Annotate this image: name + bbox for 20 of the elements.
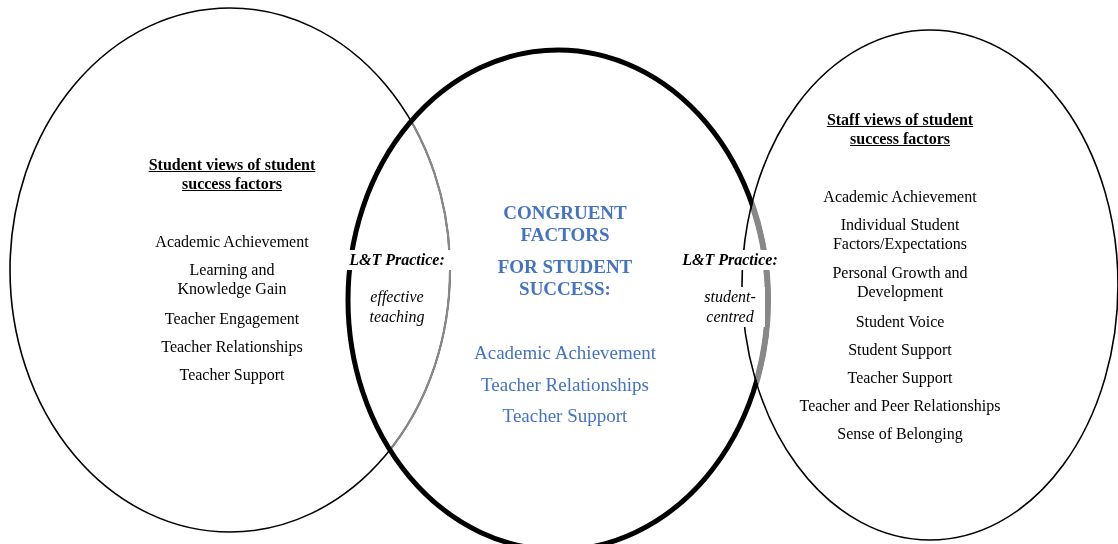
list-item: Academic Achievement (822, 187, 978, 206)
list-item: Learning and Knowledge Gain (176, 260, 288, 298)
list-item: Teacher Relationships (160, 337, 304, 356)
list-item: Personal Growth and Development (831, 263, 969, 301)
list-item: Student Voice (854, 312, 946, 331)
heading: Staff views of student success factors (825, 110, 975, 148)
heading: FOR STUDENT SUCCESS: (496, 256, 634, 300)
list-item: Teacher Relationships (480, 374, 650, 396)
heading: Student views of student success factors (147, 155, 317, 193)
list-item: Teacher Support (178, 365, 286, 384)
list-item: Teacher Engagement (163, 309, 301, 328)
list-item: Teacher Support (501, 405, 629, 427)
list-item: Individual Student Factors/Expectations (831, 215, 969, 253)
list-item: Academic Achievement (473, 342, 657, 364)
list-item: Student Support (847, 340, 953, 359)
list-item: Academic Achievement (154, 232, 310, 251)
list-item: Teacher and Peer Relationships (798, 396, 1002, 415)
list-item: Teacher Support (846, 368, 954, 387)
list-item: Sense of Belonging (836, 424, 964, 443)
heading: CONGRUENT FACTORS (502, 202, 628, 246)
